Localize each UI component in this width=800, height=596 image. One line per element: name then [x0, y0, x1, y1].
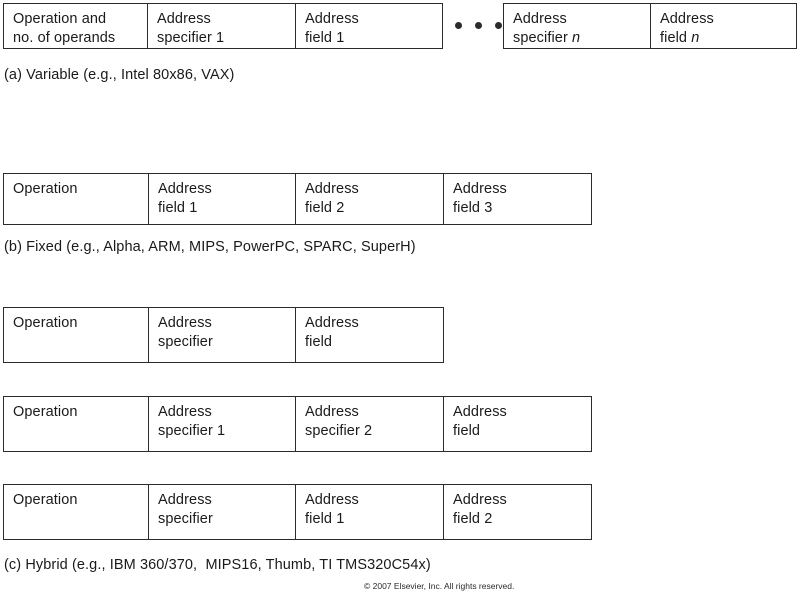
copyright-notice: © 2007 Elsevier, Inc. All rights reserve… — [364, 581, 515, 591]
hybrid2-cell-address-specifier-2: Address specifier 2 — [295, 396, 443, 452]
fixed-format-caption: (b) Fixed (e.g., Alpha, ARM, MIPS, Power… — [4, 239, 416, 255]
operand-count-variable: n — [572, 30, 581, 46]
variable-cell-address-specifier-n: Address specifier n — [503, 3, 650, 49]
operand-count-variable: n — [691, 30, 700, 46]
variable-cell-address-specifier-1: Address specifier 1 — [147, 3, 295, 49]
variable-cell-address-field-n: Address field n — [650, 3, 797, 49]
hybrid2-cell-address-specifier-1: Address specifier 1 — [148, 396, 295, 452]
hybrid-format-row-2: Operation Address specifier 1 Address sp… — [3, 396, 592, 452]
fixed-cell-operation: Operation — [3, 173, 148, 225]
fixed-format-group: Operation Address field 1 Address field … — [3, 173, 592, 225]
fixed-cell-address-field-2: Address field 2 — [295, 173, 443, 225]
hybrid1-cell-operation: Operation — [3, 307, 148, 363]
hybrid3-cell-address-field-1: Address field 1 — [295, 484, 443, 540]
variable-format-left-group: Operation and no. of operands Address sp… — [3, 3, 443, 49]
hybrid-format-row-1: Operation Address specifier Address fiel… — [3, 307, 444, 363]
hybrid3-cell-address-field-2: Address field 2 — [443, 484, 592, 540]
variable-cell-address-field-1: Address field 1 — [295, 3, 443, 49]
fixed-cell-address-field-1: Address field 1 — [148, 173, 295, 225]
ellipsis-dot-icon — [495, 22, 502, 29]
hybrid3-cell-address-specifier: Address specifier — [148, 484, 295, 540]
hybrid2-cell-operation: Operation — [3, 396, 148, 452]
hybrid1-cell-address-field: Address field — [295, 307, 444, 363]
fixed-cell-address-field-3: Address field 3 — [443, 173, 592, 225]
variable-format-caption: (a) Variable (e.g., Intel 80x86, VAX) — [4, 67, 235, 83]
hybrid-format-row-3: Operation Address specifier Address fiel… — [3, 484, 592, 540]
ellipsis-dot-icon — [475, 22, 482, 29]
hybrid2-cell-address-field: Address field — [443, 396, 592, 452]
variable-ellipsis-icon — [455, 22, 502, 29]
hybrid1-cell-address-specifier: Address specifier — [148, 307, 295, 363]
ellipsis-dot-icon — [455, 22, 462, 29]
variable-cell-operation: Operation and no. of operands — [3, 3, 147, 49]
hybrid3-cell-operation: Operation — [3, 484, 148, 540]
hybrid-format-caption: (c) Hybrid (e.g., IBM 360/370, MIPS16, T… — [4, 557, 431, 573]
variable-format-right-group: Address specifier n Address field n — [503, 3, 797, 49]
